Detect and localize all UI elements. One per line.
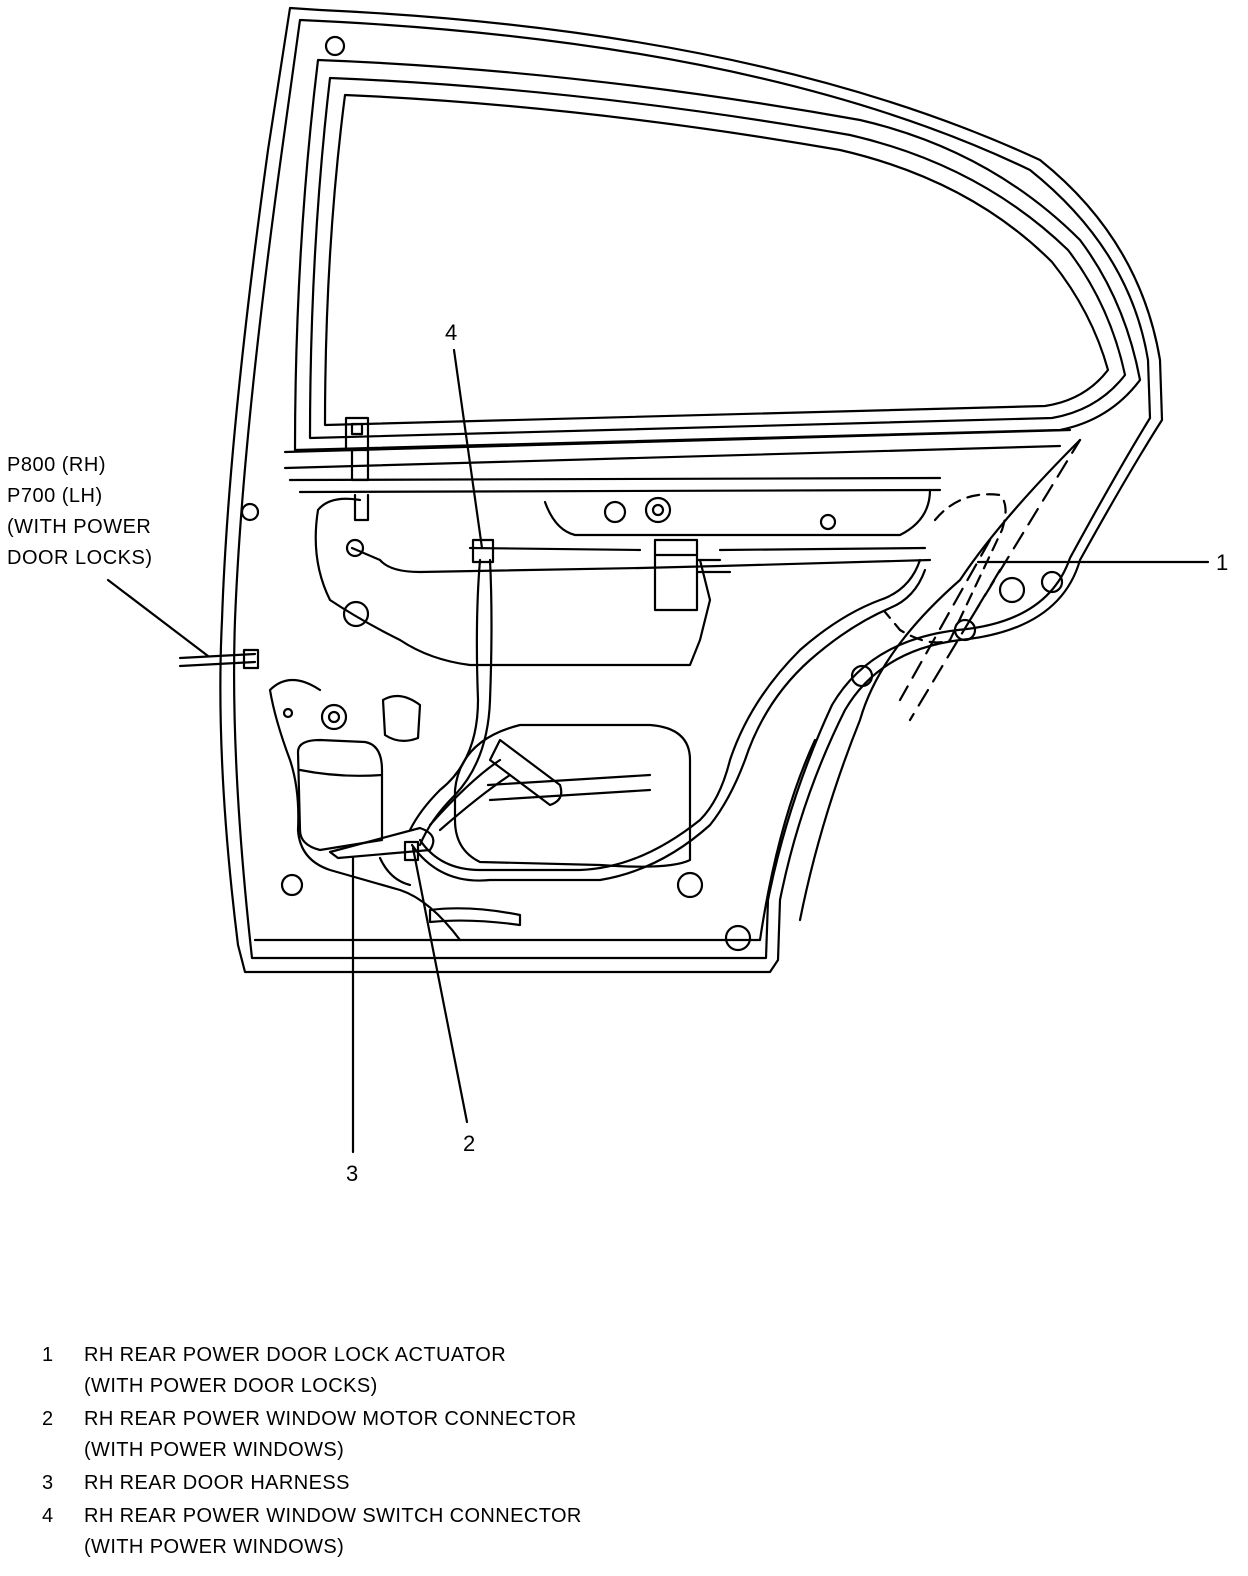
legend-number: 4	[42, 1505, 54, 1527]
connector-label: P800 (RH) P700 (LH) (WITH POWER DOOR LOC…	[7, 450, 153, 574]
legend-number: 1	[42, 1344, 54, 1366]
panel-hole	[603, 500, 627, 524]
rod-pivot	[345, 538, 365, 558]
legend-text: (WITH POWER WINDOWS)	[84, 1536, 345, 1558]
panel-hole	[819, 513, 837, 531]
connector-label-line: P700 (LH)	[7, 485, 103, 507]
leader-line-connector	[106, 578, 210, 658]
panel-hole	[644, 496, 672, 524]
corner-hole	[324, 35, 346, 57]
door-belt-line-inner	[253, 738, 817, 942]
panel-hole	[280, 873, 304, 897]
leader-line-4	[452, 348, 484, 550]
regulator-arm	[486, 738, 652, 807]
callout-1: 1	[1216, 550, 1228, 575]
connector-label-line: P800 (RH)	[7, 454, 106, 476]
motor-connector	[403, 840, 420, 862]
panel-hole	[282, 707, 294, 719]
legend-text: RH REAR POWER DOOR LOCK ACTUATOR	[84, 1344, 507, 1366]
belt-rail-lower	[288, 476, 942, 494]
legend-text: (WITH POWER WINDOWS)	[84, 1439, 345, 1461]
legend-number: 3	[42, 1472, 54, 1494]
door-lock-connector	[242, 648, 260, 670]
panel-hole	[651, 503, 665, 517]
window-frame-inner	[323, 93, 1110, 427]
harness-grommet	[328, 826, 435, 887]
legend-item-2: 2 RH REAR POWER WINDOW MOTOR CONNECTOR (…	[40, 1404, 582, 1466]
window-frame-outer	[293, 58, 1142, 452]
panel-hole	[676, 871, 704, 899]
callout-4: 4	[445, 320, 457, 345]
panel-hole	[998, 576, 1026, 604]
upper-clip-inner	[350, 422, 364, 436]
lock-actuator-hidden	[883, 493, 1007, 644]
large-access-opening	[268, 678, 462, 942]
legend-number: 2	[42, 1408, 54, 1430]
harness-to-motor	[428, 758, 512, 832]
door-lock-connector-wire	[178, 652, 257, 668]
panel-hole	[240, 502, 260, 522]
panel-hole	[342, 600, 370, 628]
legend-item-4: 4 RH REAR POWER WINDOW SWITCH CONNECTOR …	[40, 1501, 582, 1563]
inner-panel-edge-right	[798, 438, 1082, 922]
connector-label-line: (WITH POWER	[7, 516, 152, 538]
panel-hole	[327, 710, 341, 724]
actuator-bracket	[653, 538, 699, 612]
inner-panel-edge-left	[314, 497, 712, 667]
panel-hole	[1040, 570, 1064, 594]
lock-rod	[350, 546, 932, 574]
speaker-opening	[381, 694, 422, 742]
upper-clip-stem	[350, 448, 370, 522]
legend-text: RH REAR DOOR HARNESS	[84, 1472, 350, 1494]
harness-main	[410, 558, 927, 882]
panel-hole	[320, 703, 348, 731]
legend-item-3: 3 RH REAR DOOR HARNESS	[40, 1468, 582, 1499]
upper-slot	[543, 488, 932, 537]
lower-cutout	[453, 723, 692, 868]
switch-connector-clip	[471, 538, 495, 564]
legend: 1 RH REAR POWER DOOR LOCK ACTUATOR (WITH…	[40, 1340, 582, 1565]
panel-hole	[850, 664, 874, 688]
lower-slot	[428, 907, 522, 927]
panel-hole	[724, 924, 752, 952]
harness-switch-branch	[408, 558, 493, 847]
left-pocket	[296, 738, 384, 852]
legend-text: RH REAR POWER WINDOW SWITCH CONNECTOR	[84, 1505, 582, 1527]
legend-item-1: 1 RH REAR POWER DOOR LOCK ACTUATOR (WITH…	[40, 1340, 582, 1402]
callout-2: 2	[463, 1131, 475, 1156]
legend-text: RH REAR POWER WINDOW MOTOR CONNECTOR	[84, 1408, 577, 1430]
belt-rail-upper	[283, 428, 1072, 470]
legend-text: (WITH POWER DOOR LOCKS)	[84, 1375, 378, 1397]
callout-3: 3	[346, 1161, 358, 1186]
door-inner-outline	[232, 18, 1152, 960]
window-frame-mid	[308, 76, 1127, 440]
lock-actuator-dashes	[898, 438, 1082, 722]
upper-clip	[344, 416, 370, 452]
leader-line-2	[411, 846, 469, 1124]
door-outer-outline	[219, 6, 1164, 974]
connector-label-line: DOOR LOCKS)	[7, 547, 153, 569]
actuator-bracket-lines	[653, 553, 732, 574]
lock-rod-upper	[468, 546, 927, 552]
